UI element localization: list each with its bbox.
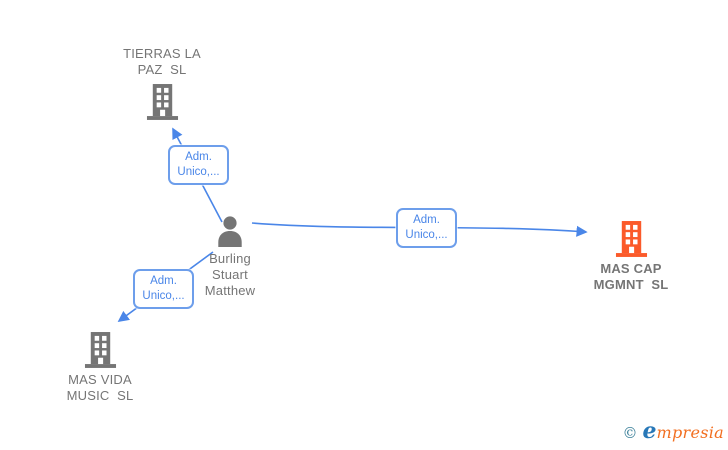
person-name: Burling Stuart Matthew — [204, 251, 256, 298]
company-name: MAS CAP MGMNT SL — [593, 261, 669, 292]
company-node-mas-cap-mgmnt[interactable]: MAS CAP MGMNT SL — [570, 220, 692, 293]
company-node-mas-vida-music[interactable]: MAS VIDA MUSIC SL — [40, 331, 160, 404]
person-node-burling-stuart-matthew[interactable]: Burling Stuart Matthew — [170, 216, 290, 299]
copyright-icon: © — [622, 424, 638, 442]
brand-initial: e — [642, 418, 657, 444]
company-node-tierras-la-paz[interactable]: TIERRAS LA PAZ SL — [102, 46, 222, 120]
company-name: MAS VIDA MUSIC SL — [66, 372, 134, 403]
edge-label-adm-unico-tierras[interactable]: Adm. Unico,... — [168, 145, 229, 185]
building-icon — [615, 220, 648, 257]
brand-name: mpresia — [656, 423, 724, 442]
edge-label-adm-unico-masvida[interactable]: Adm. Unico,... — [133, 269, 194, 309]
empresia-watermark[interactable]: © e mpresia — [622, 418, 725, 444]
building-icon — [84, 331, 117, 368]
edge-label-adm-unico-mascap[interactable]: Adm. Unico,... — [396, 208, 457, 248]
person-icon — [216, 216, 244, 247]
company-name: TIERRAS LA PAZ SL — [123, 46, 201, 77]
building-icon — [146, 83, 179, 120]
